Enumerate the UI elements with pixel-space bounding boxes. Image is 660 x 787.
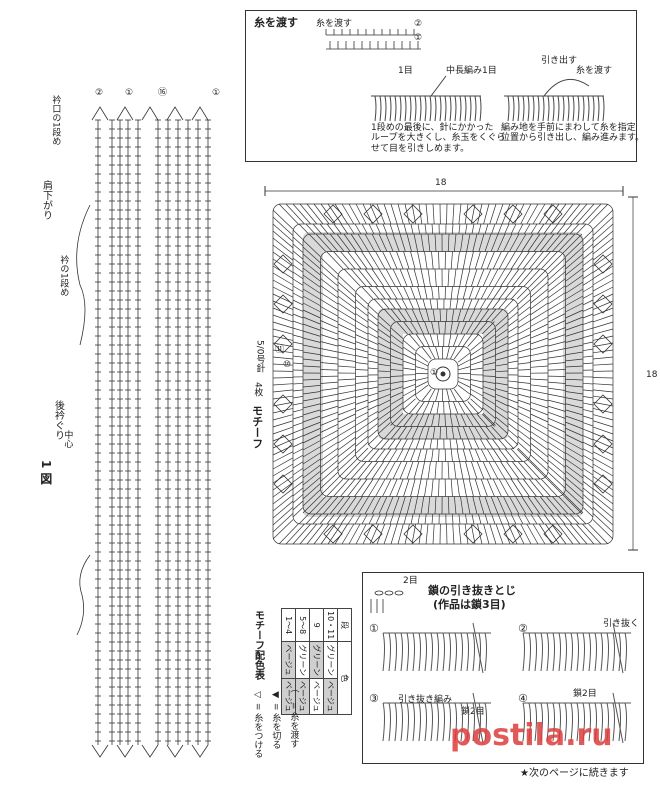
illustration-left bbox=[371, 75, 482, 122]
motif-title: モチーフ bbox=[250, 405, 264, 449]
row-label-1: ① bbox=[414, 33, 423, 43]
footer-note: ★次のページに続きます bbox=[520, 768, 629, 779]
motif-height-dim bbox=[628, 196, 638, 551]
center-label: 中心 bbox=[62, 430, 73, 448]
motif-row-11: ⑪ bbox=[275, 345, 285, 355]
row1-label: 衿の1段め bbox=[58, 255, 69, 297]
label-wataru2: 糸を渡す bbox=[576, 66, 613, 76]
row-label-2: ② bbox=[414, 19, 423, 29]
legend-item-2: ◀ = 糸を切る bbox=[270, 690, 281, 750]
slip-join-box: 2目 鎖の引き抜きとじ (作品は鎖3目) ① ② ③ ④ 引き抜く 引き抜き編み… bbox=[362, 572, 644, 764]
marker-c: ⑯ bbox=[158, 88, 168, 98]
slip-join-title: 鎖の引き抜きとじ bbox=[428, 584, 516, 597]
motif-chart bbox=[272, 203, 614, 545]
motif-width-dim bbox=[264, 186, 624, 196]
end-label: 衿口の1段め bbox=[50, 95, 61, 146]
color-table-title: モチーフ配色表 bbox=[252, 610, 264, 680]
caption-left: 1段めの最後に、針にかかった ループを大きくし、糸玉をくぐら せて目を引きしめま… bbox=[371, 123, 506, 154]
label-hikidasu: 引き出す bbox=[541, 56, 578, 66]
label-wataru: 糸を渡す bbox=[316, 19, 353, 29]
slip-join-subtitle: (作品は鎖3目) bbox=[433, 598, 506, 611]
label-2me-b: 鎖2目 bbox=[461, 707, 485, 717]
label-1me: 1目 bbox=[398, 66, 413, 76]
color-header-color: 色 bbox=[337, 641, 352, 715]
legend-item-1: ◁ = 糸をつける bbox=[252, 690, 263, 759]
caption-right: 編み地を手前にまわして糸を指定 位置から引き出し、編み進みます。 bbox=[501, 123, 645, 144]
label-nakanaga: 中長編み1目 bbox=[446, 66, 497, 76]
motif-height-label: 18 bbox=[646, 370, 658, 380]
marker-d: ① bbox=[212, 88, 221, 98]
step-1: ① bbox=[369, 622, 379, 635]
color-row-c2: ベージュ bbox=[323, 678, 338, 715]
legend-item-3: ⌒ = 糸を渡す bbox=[288, 690, 299, 749]
motif-width-label: 18 bbox=[435, 178, 447, 188]
back-collar-chart bbox=[76, 106, 211, 758]
color-row-c1: グリーン bbox=[309, 641, 324, 679]
slip-join-illustrations bbox=[382, 622, 631, 744]
color-row-c1: グリーン bbox=[295, 641, 310, 679]
slip-join-chain bbox=[370, 590, 404, 613]
color-header-rows: 段 bbox=[337, 608, 352, 642]
label-slip: 引き抜き編み bbox=[398, 695, 453, 705]
motif-row-1: ① bbox=[430, 368, 439, 378]
color-row-rows: 9 bbox=[309, 608, 324, 642]
color-row-rows: 1〜4 bbox=[281, 608, 296, 642]
shoulder-label: 肩下がり bbox=[40, 180, 52, 220]
transfer-chart bbox=[325, 29, 421, 50]
illustration-right bbox=[504, 78, 605, 122]
color-row-c1: ベージュ bbox=[281, 641, 296, 679]
step-2: ② bbox=[518, 622, 528, 635]
label-pull: 引き抜く bbox=[603, 619, 640, 629]
label-2me-c: 鎖2目 bbox=[573, 689, 597, 699]
step-4: ④ bbox=[518, 692, 528, 705]
motif-row-10: ⑩ bbox=[283, 360, 292, 370]
color-row-c2: ベージュ bbox=[309, 678, 324, 715]
color-row-c1: グリーン bbox=[323, 641, 338, 679]
color-row-rows: 10・11 bbox=[323, 608, 338, 642]
motif-hook: 5/0号針 bbox=[254, 340, 265, 373]
color-row-rows: 5〜8 bbox=[295, 608, 310, 642]
label-2me: 2目 bbox=[403, 576, 418, 586]
thread-transfer-title: 糸を渡す bbox=[254, 16, 298, 29]
back-collar-label: 後衿ぐり bbox=[52, 400, 64, 440]
step-3: ③ bbox=[369, 692, 379, 705]
marker-b: ① bbox=[125, 88, 134, 98]
marker-a: ② bbox=[95, 88, 104, 98]
thread-transfer-box: 糸を渡す 糸を渡す ② ① 1目 中長編み1目 引き出す 糸を渡す 1段めの最後… bbox=[245, 10, 644, 162]
motif-count: 4枚 bbox=[252, 382, 263, 397]
fig-label: 1 図 bbox=[38, 460, 53, 485]
watermark: postila.ru bbox=[450, 718, 613, 753]
